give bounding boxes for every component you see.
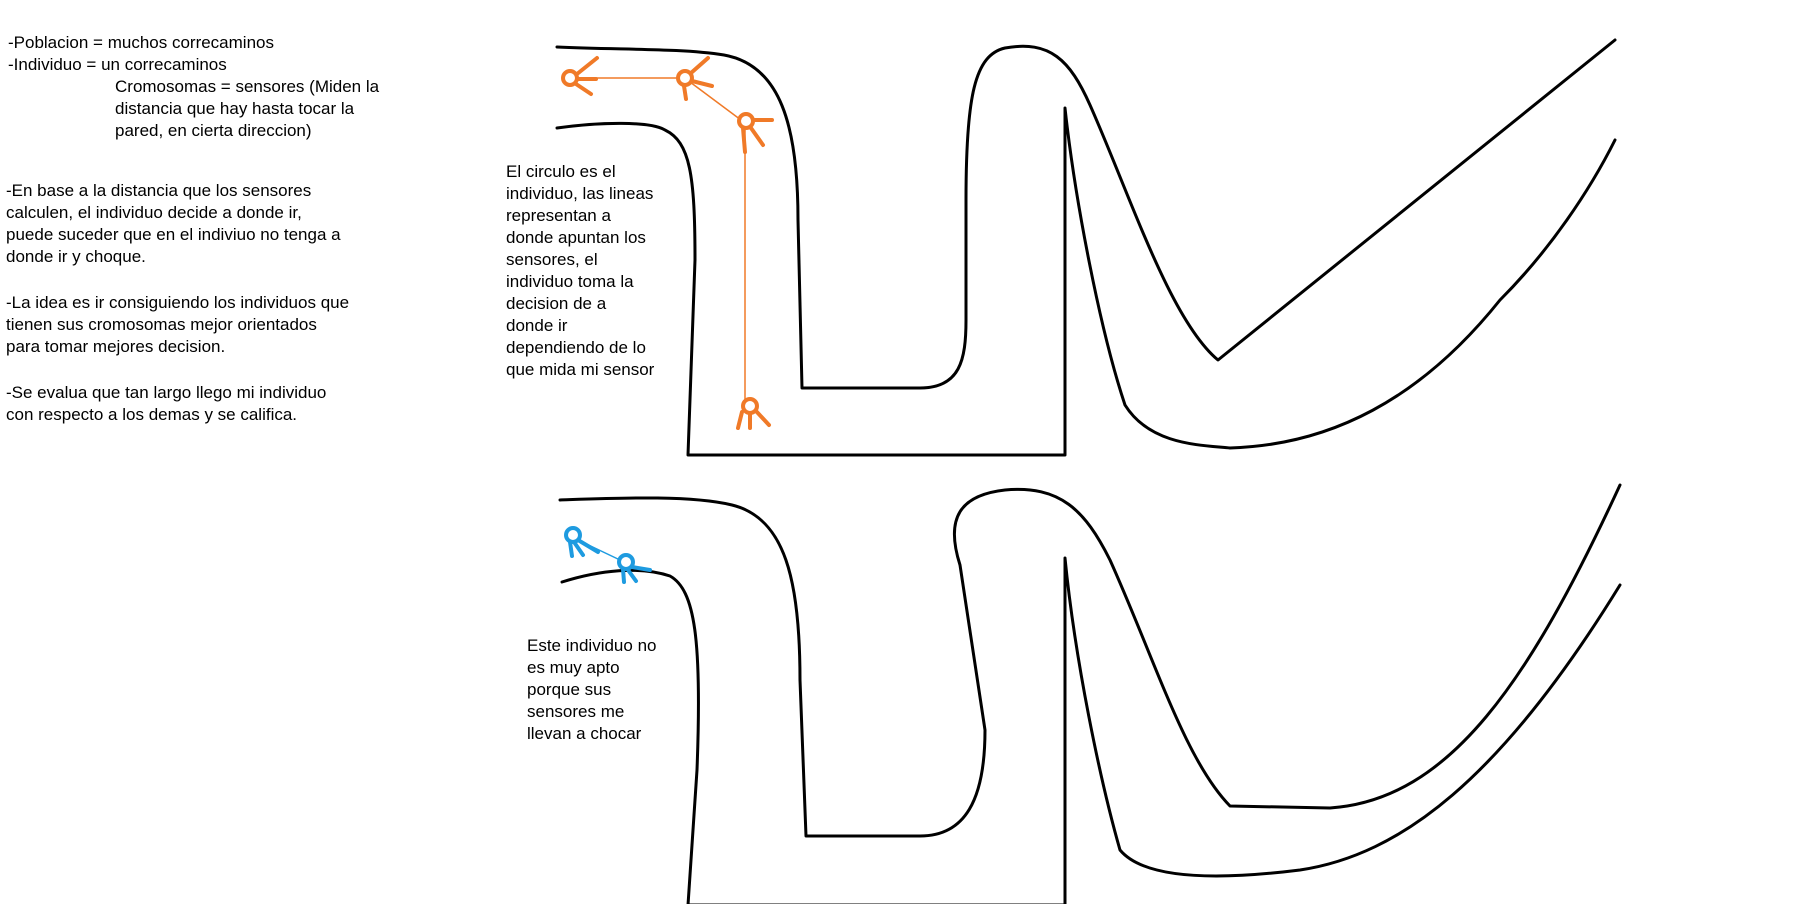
annotation-line: sensores me — [527, 702, 625, 721]
note-line: con respecto a los demas y se califica. — [6, 405, 298, 424]
note-line: calculen, el individuo decide a donde ir… — [6, 203, 302, 222]
annotation-line: que mida mi sensor — [506, 360, 655, 379]
track-bottom-outer-wall — [558, 483, 1622, 838]
blue-agent — [564, 526, 600, 558]
note-cromosomas-line: pared, en cierta direccion) — [115, 121, 312, 140]
note-line: -La idea es ir consiguiendo los individu… — [6, 293, 350, 312]
note-poblacion: -Poblacion = muchos correcaminos — [8, 33, 274, 52]
track-bottom-inner-wall — [560, 556, 1622, 904]
annotation-line: El circulo es el — [506, 162, 616, 181]
annotation-line: porque sus — [527, 680, 612, 699]
annotation-line: dependiendo de lo — [506, 338, 646, 357]
orange-agent — [737, 112, 774, 154]
annotation-line: llevan a chocar — [527, 724, 642, 743]
note-line: puede suceder que en el indiviuo no teng… — [6, 225, 341, 244]
fit-individual-path — [561, 56, 774, 430]
note-paragraph-3: -Se evalua que tan largo llego mi indivi… — [6, 382, 326, 426]
annotation-line: Este individuo no — [527, 636, 657, 655]
annotation-line: donde ir — [506, 316, 568, 335]
note-cromosomas-line: Cromosomas = sensores (Miden la — [115, 77, 380, 96]
annotation-line: donde apuntan los — [506, 228, 646, 247]
note-cromosomas: Cromosomas = sensores (Miden la distanci… — [115, 76, 379, 142]
track-bottom — [558, 483, 1622, 904]
annotation-top: El circulo es el individuo, las lineas r… — [506, 161, 654, 381]
annotation-line: sensores, el — [506, 250, 598, 269]
notes-block: -Poblacion = muchos correcaminos -Indivi… — [8, 32, 274, 76]
annotation-line: representan a — [506, 206, 611, 225]
orange-agent — [736, 397, 771, 430]
blue-agent — [617, 553, 652, 584]
note-line: donde ir y choque. — [6, 247, 146, 266]
note-line: tienen sus cromosomas mejor orientados — [6, 315, 317, 334]
unfit-individual-path — [564, 526, 652, 584]
note-line: para tomar mejores decision. — [6, 337, 226, 356]
annotation-line: individuo, las lineas — [506, 184, 654, 203]
note-individuo: -Individuo = un correcaminos — [8, 55, 227, 74]
orange-agent — [676, 56, 714, 101]
note-cromosomas-line: distancia que hay hasta tocar la — [115, 99, 355, 118]
note-line: -En base a la distancia que los sensores — [6, 181, 312, 200]
track-top — [555, 38, 1617, 457]
note-line: -Se evalua que tan largo llego mi indivi… — [6, 383, 327, 402]
note-paragraph-1: -En base a la distancia que los sensores… — [6, 180, 341, 268]
track-top-inner-wall — [555, 106, 1617, 457]
annotation-bottom: Este individuo no es muy apto porque sus… — [527, 635, 656, 745]
track-top-outer-wall — [555, 38, 1617, 390]
note-paragraph-2: -La idea es ir consiguiendo los individu… — [6, 292, 349, 358]
orange-agent — [561, 56, 599, 96]
annotation-line: es muy apto — [527, 658, 620, 677]
annotation-line: individuo toma la — [506, 272, 634, 291]
orange-path-segment — [689, 81, 742, 121]
annotation-line: decision de a — [506, 294, 607, 313]
